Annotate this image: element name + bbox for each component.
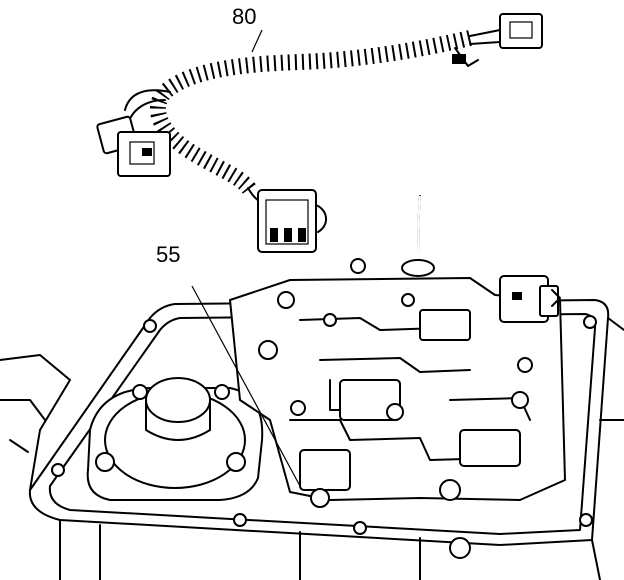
valve-body-bolts [258,258,533,559]
harness-leader-line [251,29,263,53]
valve-body [191,195,566,559]
flange-bolt-holes [51,315,597,535]
filler-tube [401,195,435,277]
callout-80: 80 [232,4,256,29]
callout-55: 55 [156,242,180,267]
harness-connector-top-right [452,13,543,67]
wiring-harness [96,13,543,253]
valve-body-leader-line [191,285,301,487]
transmission-case [0,299,624,580]
servo-cover-bolts [95,384,246,472]
harness-connector-left [96,89,171,177]
pressure-switch [499,275,561,323]
harness-connector-bottom [247,187,327,253]
servo-cover [86,377,264,501]
